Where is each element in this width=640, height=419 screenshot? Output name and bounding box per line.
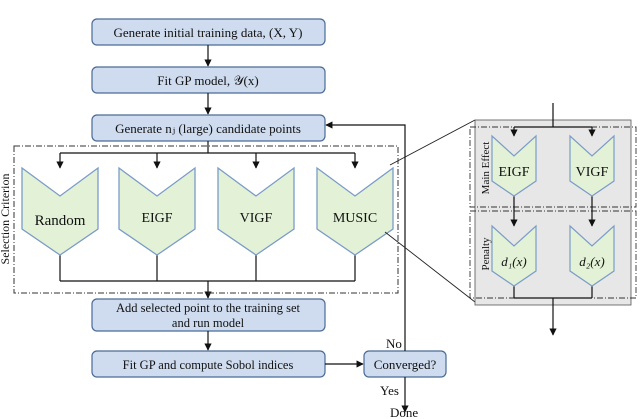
step-add-point-line2: and run model bbox=[172, 316, 245, 330]
detail-d2: d₂(x) bbox=[569, 224, 615, 287]
zoom-line-bottom bbox=[384, 231, 476, 303]
detail-d2-label: d₂(x) bbox=[579, 254, 604, 269]
penalty-label: Penalty bbox=[480, 237, 492, 270]
detail-eigf-label: EIGF bbox=[498, 165, 529, 180]
criterion-eigf: EIGF bbox=[118, 166, 196, 256]
step-generate-candidates: Generate nⱼ (large) candidate points bbox=[91, 114, 326, 142]
criterion-vigf: VIGF bbox=[217, 166, 295, 256]
step-fit-gp: Fit GP model, 𝒴(x) bbox=[91, 66, 326, 94]
detail-d1: d₁(x) bbox=[491, 224, 537, 287]
main-arrows bbox=[56, 45, 409, 413]
step-fit-sobol-label: Fit GP and compute Sobol indices bbox=[123, 358, 294, 372]
music-detail-panel: Main Effect Penalty EIGF VIGF d₁(x) bbox=[469, 103, 637, 336]
criterion-music: MUSIC bbox=[316, 166, 394, 256]
criterion-eigf-label: EIGF bbox=[141, 211, 172, 226]
detail-eigf: EIGF bbox=[491, 134, 537, 197]
label-no: No bbox=[386, 336, 402, 351]
step-generate-candidates-label: Generate nⱼ (large) candidate points bbox=[115, 121, 301, 136]
detail-vigf-label: VIGF bbox=[576, 165, 609, 180]
label-yes: Yes bbox=[380, 383, 399, 398]
main-effect-label: Main Effect bbox=[480, 142, 492, 195]
detail-vigf: VIGF bbox=[569, 134, 615, 197]
arrow-no-loop bbox=[325, 121, 406, 351]
decision-converged: Converged? bbox=[363, 350, 447, 378]
step-add-point: Add selected point to the training set a… bbox=[91, 298, 326, 332]
criterion-music-label: MUSIC bbox=[333, 211, 377, 226]
step-fit-gp-label: Fit GP model, 𝒴(x) bbox=[157, 73, 258, 88]
detail-d1-label: d₁(x) bbox=[501, 254, 526, 269]
criterion-random-label: Random bbox=[35, 213, 86, 229]
step-add-point-line1: Add selected point to the training set bbox=[116, 301, 301, 315]
step-fit-sobol: Fit GP and compute Sobol indices bbox=[91, 350, 326, 378]
step-generate-initial: Generate initial training data, (X, Y) bbox=[91, 18, 326, 46]
selection-criterion-frame bbox=[13, 145, 399, 294]
criterion-random: Random bbox=[21, 166, 99, 256]
criterion-vigf-label: VIGF bbox=[240, 211, 273, 226]
selection-criterion-title: Selection Criterion bbox=[0, 174, 12, 265]
step-generate-initial-label: Generate initial training data, (X, Y) bbox=[113, 25, 302, 40]
zoom-line-top bbox=[389, 119, 476, 166]
label-done: Done bbox=[390, 405, 418, 419]
decision-converged-label: Converged? bbox=[374, 357, 437, 372]
